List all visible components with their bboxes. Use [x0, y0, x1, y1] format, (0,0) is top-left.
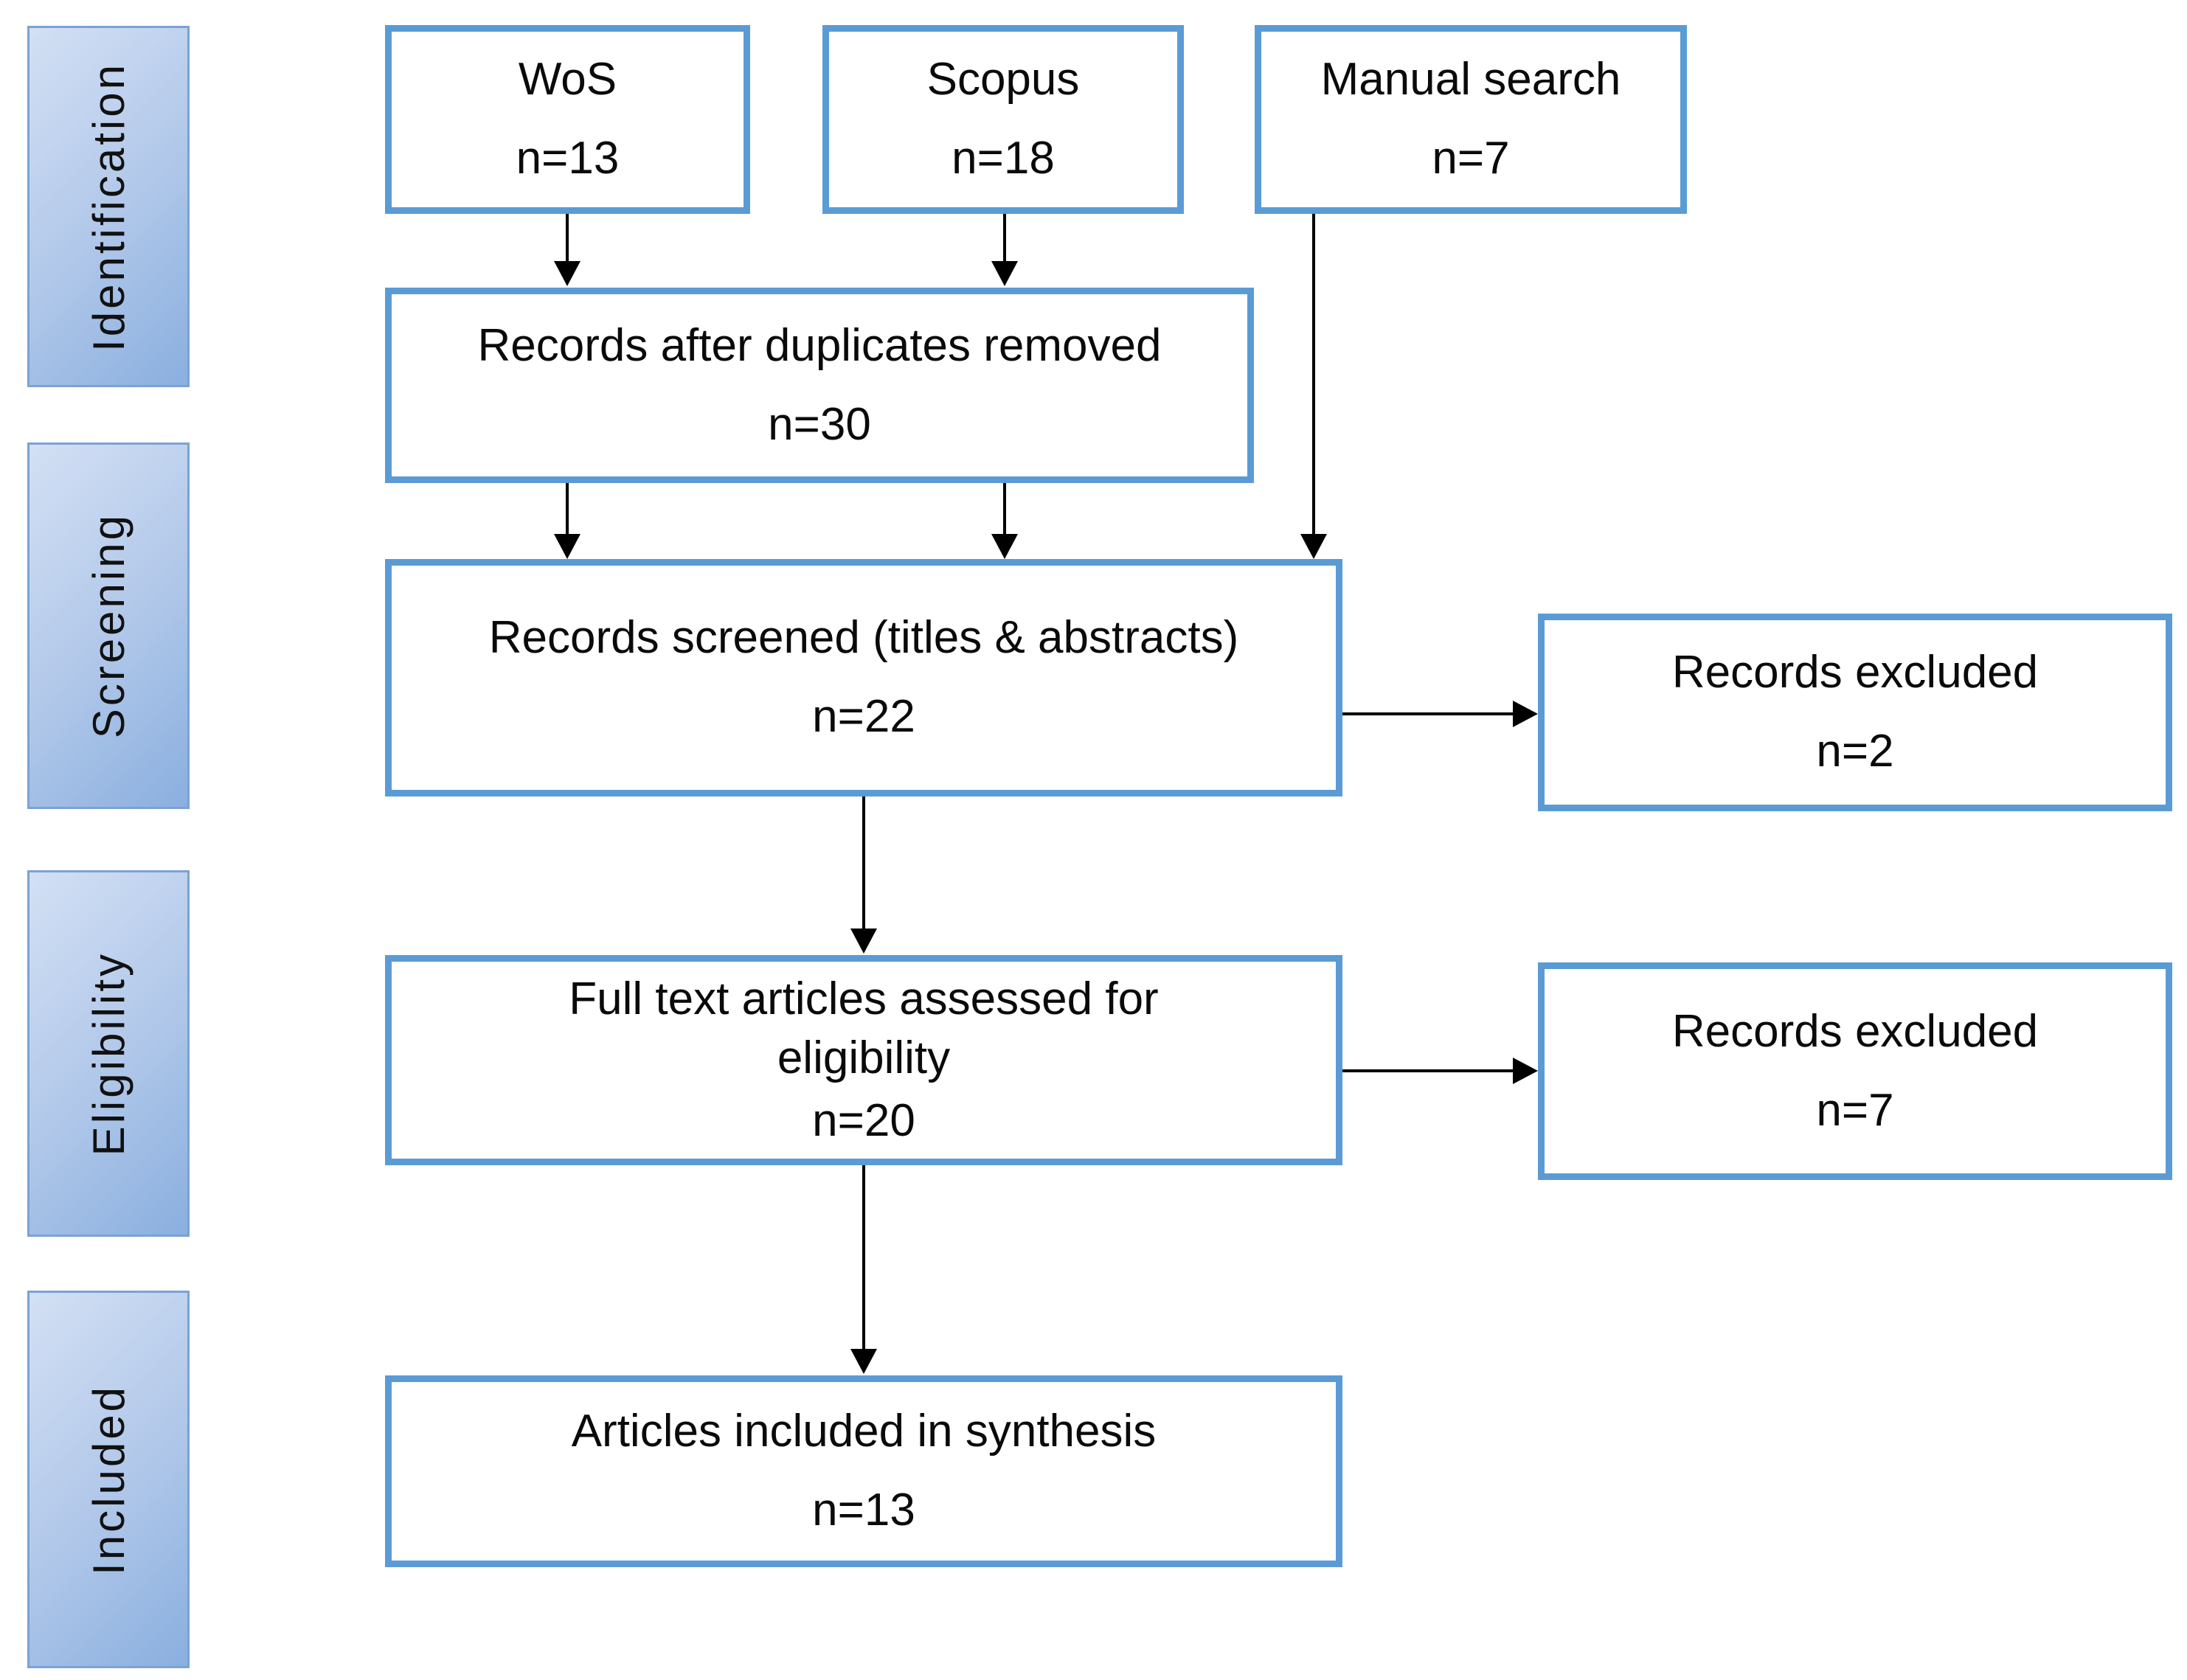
stage-screening: Screening: [27, 442, 190, 809]
arrow-scopus-to-duplicates: [1003, 214, 1006, 261]
box-scopus-count: n=18: [952, 133, 1055, 184]
box-duplicates-removed-title: Records after duplicates removed: [477, 319, 1162, 371]
box-scopus-title: Scopus: [926, 54, 1080, 105]
arrow-wos-to-duplicates: [566, 214, 569, 261]
stage-eligibility-label: Eligibility: [83, 951, 134, 1156]
stage-included-label: Included: [83, 1384, 134, 1575]
box-articles-included-title: Articles included in synthesis: [571, 1406, 1157, 1457]
stage-included: Included: [27, 1291, 190, 1668]
box-manual-search-count: n=7: [1432, 133, 1510, 184]
arrow-screened-to-excluded: [1342, 712, 1513, 715]
stage-eligibility: Eligibility: [27, 870, 190, 1237]
box-wos-count: n=13: [516, 133, 620, 184]
box-wos: WoS n=13: [385, 25, 750, 214]
box-articles-included-count: n=13: [812, 1485, 915, 1535]
box-duplicates-removed-count: n=30: [768, 398, 871, 450]
box-records-screened-title: Records screened (titles & abstracts): [488, 612, 1239, 664]
box-fulltext-assessed-title: Full text articles assessed for: [569, 973, 1159, 1024]
box-fulltext-assessed-count: n=20: [812, 1094, 915, 1146]
stage-screening-label: Screening: [83, 513, 134, 739]
arrow-duplicates-to-screened-left: [566, 483, 569, 534]
box-records-excluded-fulltext-title: Records excluded: [1671, 1005, 2039, 1057]
box-records-screened: Records screened (titles & abstracts) n=…: [385, 559, 1342, 796]
stage-identification-label: Identification: [83, 61, 134, 352]
box-records-excluded-screening-count: n=2: [1816, 726, 1894, 777]
arrow-fulltext-to-included: [862, 1165, 865, 1349]
arrow-duplicates-to-screened-right: [1003, 483, 1006, 534]
box-records-excluded-fulltext: Records excluded n=7: [1538, 962, 2172, 1180]
arrow-screened-to-fulltext: [862, 796, 865, 928]
box-duplicates-removed: Records after duplicates removed n=30: [385, 288, 1254, 483]
box-records-excluded-fulltext-count: n=7: [1816, 1084, 1894, 1136]
box-fulltext-assessed-title2: eligibility: [777, 1032, 951, 1084]
box-manual-search: Manual search n=7: [1255, 25, 1687, 214]
box-records-excluded-screening: Records excluded n=2: [1538, 614, 2172, 811]
box-records-excluded-screening-title: Records excluded: [1671, 647, 2039, 698]
arrow-fulltext-to-excluded: [1342, 1069, 1513, 1072]
box-records-screened-count: n=22: [812, 691, 915, 742]
stage-identification: Identification: [27, 26, 190, 387]
arrow-manual-to-screened: [1312, 214, 1315, 534]
box-manual-search-title: Manual search: [1320, 54, 1621, 105]
box-articles-included: Articles included in synthesis n=13: [385, 1375, 1342, 1567]
box-fulltext-assessed: Full text articles assessed for eligibil…: [385, 955, 1342, 1165]
box-wos-title: WoS: [518, 54, 617, 105]
box-scopus: Scopus n=18: [822, 25, 1184, 214]
